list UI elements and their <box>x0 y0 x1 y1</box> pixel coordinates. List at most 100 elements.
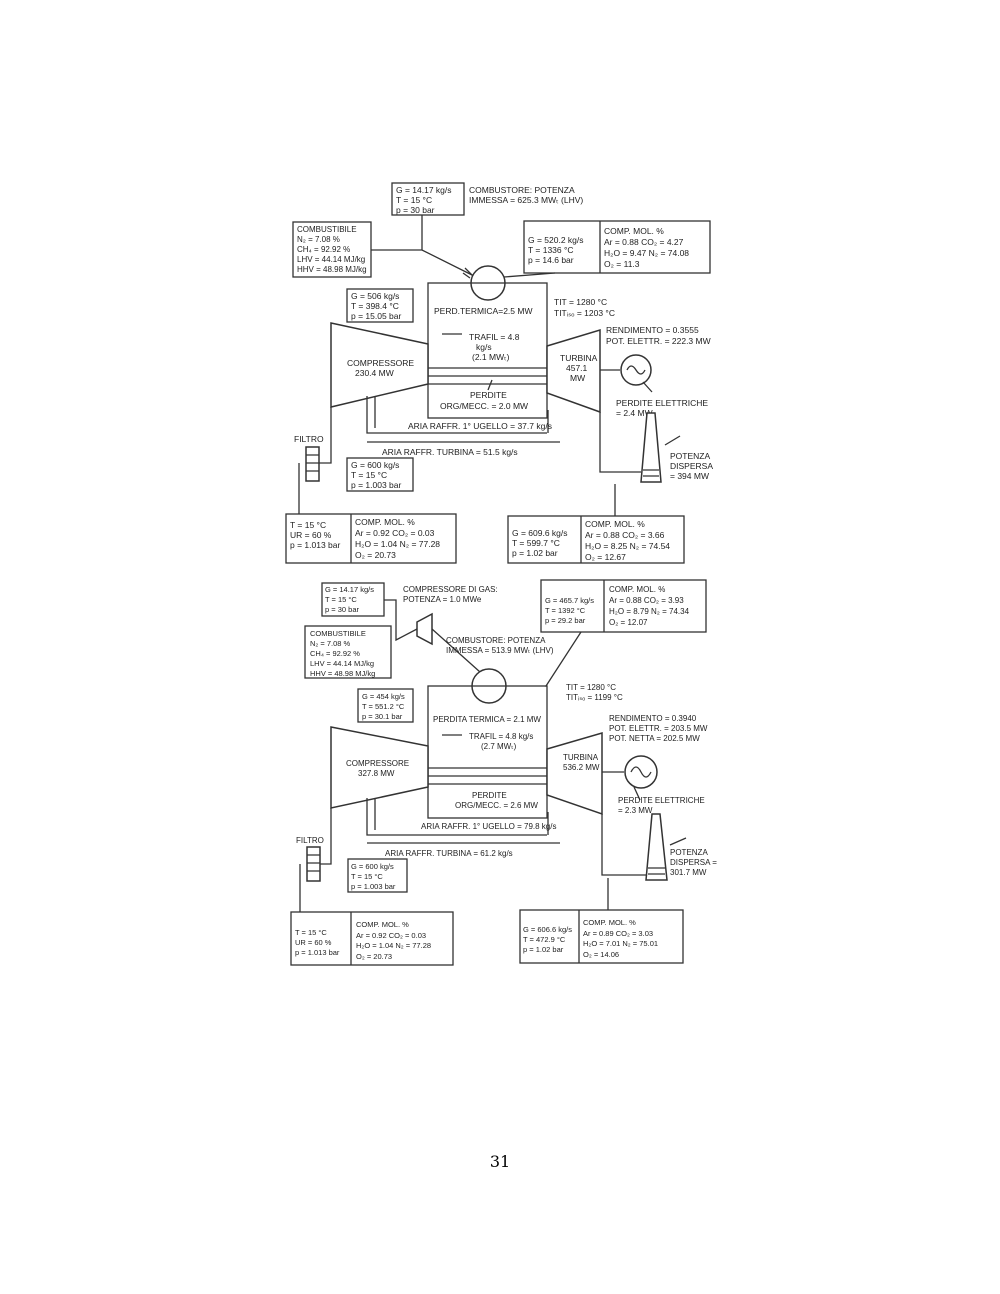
bot-fuel-comp-3: LHV = 44.14 MJ/kg <box>310 659 374 668</box>
top-tit-0: TIT = 1280 °C <box>554 297 607 307</box>
top-trafil-2: (2.1 MWₜ) <box>472 352 510 362</box>
bot-air-comp-1: T = 551.2 °C <box>362 702 405 711</box>
top-trafil-1: kg/s <box>476 342 492 352</box>
bot-compressor-icon <box>330 726 429 809</box>
bot-ambient-comp-0: COMP. MOL. % <box>356 920 409 929</box>
top-cooling-turbine: ARIA RAFFR. TURBINA = 51.5 kg/s <box>382 447 518 457</box>
bot-efficiency-2: POT. NETTA = 202.5 MW <box>609 734 700 743</box>
top-fuel-flow-0: G = 14.17 kg/s <box>396 185 452 195</box>
top-compressor-1: 230.4 MW <box>355 368 394 378</box>
bot-ambient-2: p = 1.013 bar <box>295 948 340 957</box>
top-fuel-comp-3: LHV = 44.14 MJ/kg <box>297 255 365 264</box>
top-efficiency-1: POT. ELETTR. = 222.3 MW <box>606 336 711 346</box>
top-thermal-loss: PERD.TERMICA=2.5 MW <box>434 306 532 316</box>
bot-cooling-turbine: ARIA RAFFR. TURBINA = 61.2 kg/s <box>385 849 513 858</box>
top-exhaust-comp-1: Ar = 0.88 CO₂ = 3.66 <box>585 530 665 540</box>
bot-exhaust-1: T = 472.9 °C <box>523 935 566 944</box>
top-fuel-comp-2: CH₄ = 92.92 % <box>297 245 350 254</box>
top-air-inlet-0: G = 600 kg/s <box>351 460 399 470</box>
bot-air-inlet-2: p = 1.003 bar <box>351 882 396 891</box>
bot-fuel-comp-1: N₂ = 7.08 % <box>310 639 351 648</box>
top-hot-comp-1: Ar = 0.88 CO₂ = 4.27 <box>604 237 684 247</box>
top-air-comp-1: T = 398.4 °C <box>351 301 399 311</box>
top-ambient-comp-3: O₂ = 20.73 <box>355 550 396 560</box>
top-ambient-2: p = 1.013 bar <box>290 540 341 550</box>
top-compressor-0: COMPRESSORE <box>347 358 414 368</box>
top-air-inlet-1: T = 15 °C <box>351 470 387 480</box>
bot-fuel-flow-2: p = 30 bar <box>325 605 359 614</box>
bot-hot-comp-0: COMP. MOL. % <box>609 585 665 594</box>
bot-dispersed-1: DISPERSA = <box>670 858 717 867</box>
bot-fuel-comp-0: COMBUSTIBILE <box>310 629 366 638</box>
bot-combustor-power-1: IMMESSA = 513.9 MWₜ (LHV) <box>446 646 554 655</box>
top-hot-comp-3: O₂ = 11.3 <box>604 259 640 269</box>
bot-compressor-1: 327.8 MW <box>358 769 395 778</box>
top-combustor-power-0: COMBUSTORE: POTENZA <box>469 185 575 195</box>
bot-fuel-comp-4: HHV = 48.98 MJ/kg <box>310 669 375 678</box>
top-efficiency-0: RENDIMENTO = 0.3555 <box>606 325 699 335</box>
bot-dispersed-2: 301.7 MW <box>670 868 707 877</box>
diagram-top: G = 14.17 kg/s T = 15 °C p = 30 bar COMB… <box>285 182 713 564</box>
bot-exhaust-comp-1: Ar = 0.89 CO₂ = 3.03 <box>583 929 653 938</box>
bot-thermal-loss: PERDITA TERMICA = 2.1 MW <box>433 715 541 724</box>
bot-trafil-1: (2.7 MWₜ) <box>481 742 517 751</box>
top-tit-1: TITᵢₛₒ = 1203 °C <box>554 308 615 318</box>
bot-filter-label: FILTRO <box>296 836 324 845</box>
bot-gas-compressor-icon <box>416 612 433 646</box>
bot-hot-gas-0: G = 465.7 kg/s <box>545 596 594 605</box>
bot-efficiency-1: POT. ELETTR. = 203.5 MW <box>609 724 708 733</box>
top-turbine-2: MW <box>570 373 585 383</box>
top-fuel-flow-1: T = 15 °C <box>396 195 432 205</box>
top-exhaust-2: p = 1.02 bar <box>512 548 558 558</box>
bot-mech-loss-0: PERDITE <box>472 791 507 800</box>
top-exhaust-1: T = 599.7 °C <box>512 538 560 548</box>
top-ambient-comp-2: H₂O = 1.04 N₂ = 77.28 <box>355 539 440 549</box>
bot-cooling-nozzle: ARIA RAFFR. 1° UGELLO = 79.8 kg/s <box>421 822 556 831</box>
top-fuel-comp-1: N₂ = 7.08 % <box>297 235 340 244</box>
bot-turbine-0: TURBINA <box>563 753 599 762</box>
bot-hot-comp-1: Ar = 0.88 CO₂ = 3.93 <box>609 596 684 605</box>
top-ambient-comp-1: Ar = 0.92 CO₂ = 0.03 <box>355 528 435 538</box>
bot-air-inlet-0: G = 600 kg/s <box>351 862 394 871</box>
bot-turbine-1: 536.2 MW <box>563 763 600 772</box>
top-ambient-comp-0: COMP. MOL. % <box>355 517 415 527</box>
bot-air-inlet-1: T = 15 °C <box>351 872 383 881</box>
top-ambient-1: UR = 60 % <box>290 530 332 540</box>
top-air-comp-2: p = 15.05 bar <box>351 311 402 321</box>
bot-tit-0: TIT = 1280 °C <box>566 683 616 692</box>
bot-ambient-comp-2: H₂O = 1.04 N₂ = 77.28 <box>356 941 431 950</box>
bot-air-comp-2: p = 30.1 bar <box>362 712 403 721</box>
bot-gas-compressor-1: POTENZA = 1.0 MWe <box>403 595 482 604</box>
top-hot-gas-2: p = 14.6 bar <box>528 255 574 265</box>
top-elec-loss-1: = 2.4 MW <box>616 408 653 418</box>
top-air-inlet-2: p = 1.003 bar <box>351 480 402 490</box>
top-fuel-comp-0: COMBUSTIBILE <box>297 225 357 234</box>
bot-hot-comp-3: O₂ = 12.07 <box>609 618 648 627</box>
bot-hot-gas-2: p = 29.2 bar <box>545 616 586 625</box>
top-fuel-flow-2: p = 30 bar <box>396 205 435 215</box>
bot-ambient-comp-3: O₂ = 20.73 <box>356 952 392 961</box>
bot-hot-gas-1: T = 1392 °C <box>545 606 586 615</box>
top-stack-icon <box>640 412 662 483</box>
top-dispersed-2: = 394 MW <box>670 471 709 481</box>
bot-compressor-0: COMPRESSORE <box>346 759 409 768</box>
bot-filter-icon <box>306 846 321 882</box>
top-mech-loss-0: PERDITE <box>470 390 507 400</box>
bot-exhaust-comp-0: COMP. MOL. % <box>583 918 636 927</box>
bot-efficiency-0: RENDIMENTO = 0.3940 <box>609 714 697 723</box>
bot-hot-comp-2: H₂O = 8.79 N₂ = 74.34 <box>609 607 690 616</box>
top-turbine-0: TURBINA <box>560 353 598 363</box>
diagram-bottom: G = 14.17 kg/s T = 15 °C p = 30 bar COMP… <box>290 579 717 966</box>
bot-air-comp-0: G = 454 kg/s <box>362 692 405 701</box>
bot-mech-loss-1: ORG/MECC. = 2.6 MW <box>455 801 538 810</box>
top-turbine-1: 457.1 <box>566 363 588 373</box>
bot-ambient-0: T = 15 °C <box>295 928 327 937</box>
top-exhaust-0: G = 609.6 kg/s <box>512 528 568 538</box>
bot-ambient-1: UR = 60 % <box>295 938 332 947</box>
top-combustor-power-1: IMMESSA = 625.3 MWₜ (LHV) <box>469 195 583 205</box>
bot-turbine-icon <box>546 732 603 816</box>
bot-exhaust-comp-3: O₂ = 14.06 <box>583 950 619 959</box>
bot-trafil-0: TRAFIL = 4.8 kg/s <box>469 732 533 741</box>
bot-exhaust-0: G = 606.6 kg/s <box>523 925 572 934</box>
